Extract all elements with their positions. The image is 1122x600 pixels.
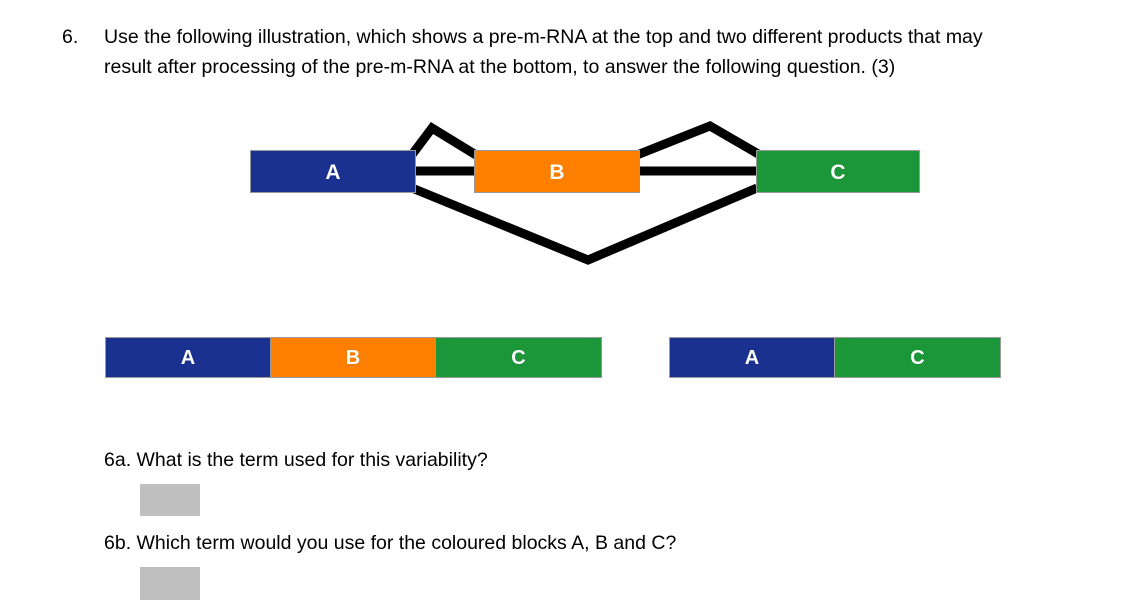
pre-mrna-illustration: A B C xyxy=(0,110,1122,290)
question-text: Use the following illustration, which sh… xyxy=(104,26,983,78)
spliced-products-row: A B C A C xyxy=(0,337,1122,379)
product-two-block-c: C xyxy=(834,337,1001,378)
product-one-block-a: A xyxy=(105,337,271,378)
product-one-block-c: C xyxy=(435,337,602,378)
answer-box-6b[interactable] xyxy=(140,567,200,600)
pre-mrna-exon-b: B xyxy=(474,150,640,193)
pre-mrna-exon-c: C xyxy=(756,150,920,193)
pre-mrna-exon-a: A xyxy=(250,150,416,193)
subquestion-6a-text: 6a. What is the term used for this varia… xyxy=(104,449,488,471)
question-number: 6. xyxy=(62,26,79,48)
subquestion-6b-text: 6b. Which term would you use for the col… xyxy=(104,532,677,554)
answer-box-6a[interactable] xyxy=(140,484,200,516)
question-stem: 6. Use the following illustration, which… xyxy=(62,22,992,82)
splice-junction-lines xyxy=(407,121,763,265)
product-one-block-b: B xyxy=(270,337,436,378)
product-two-block-a: A xyxy=(669,337,835,378)
